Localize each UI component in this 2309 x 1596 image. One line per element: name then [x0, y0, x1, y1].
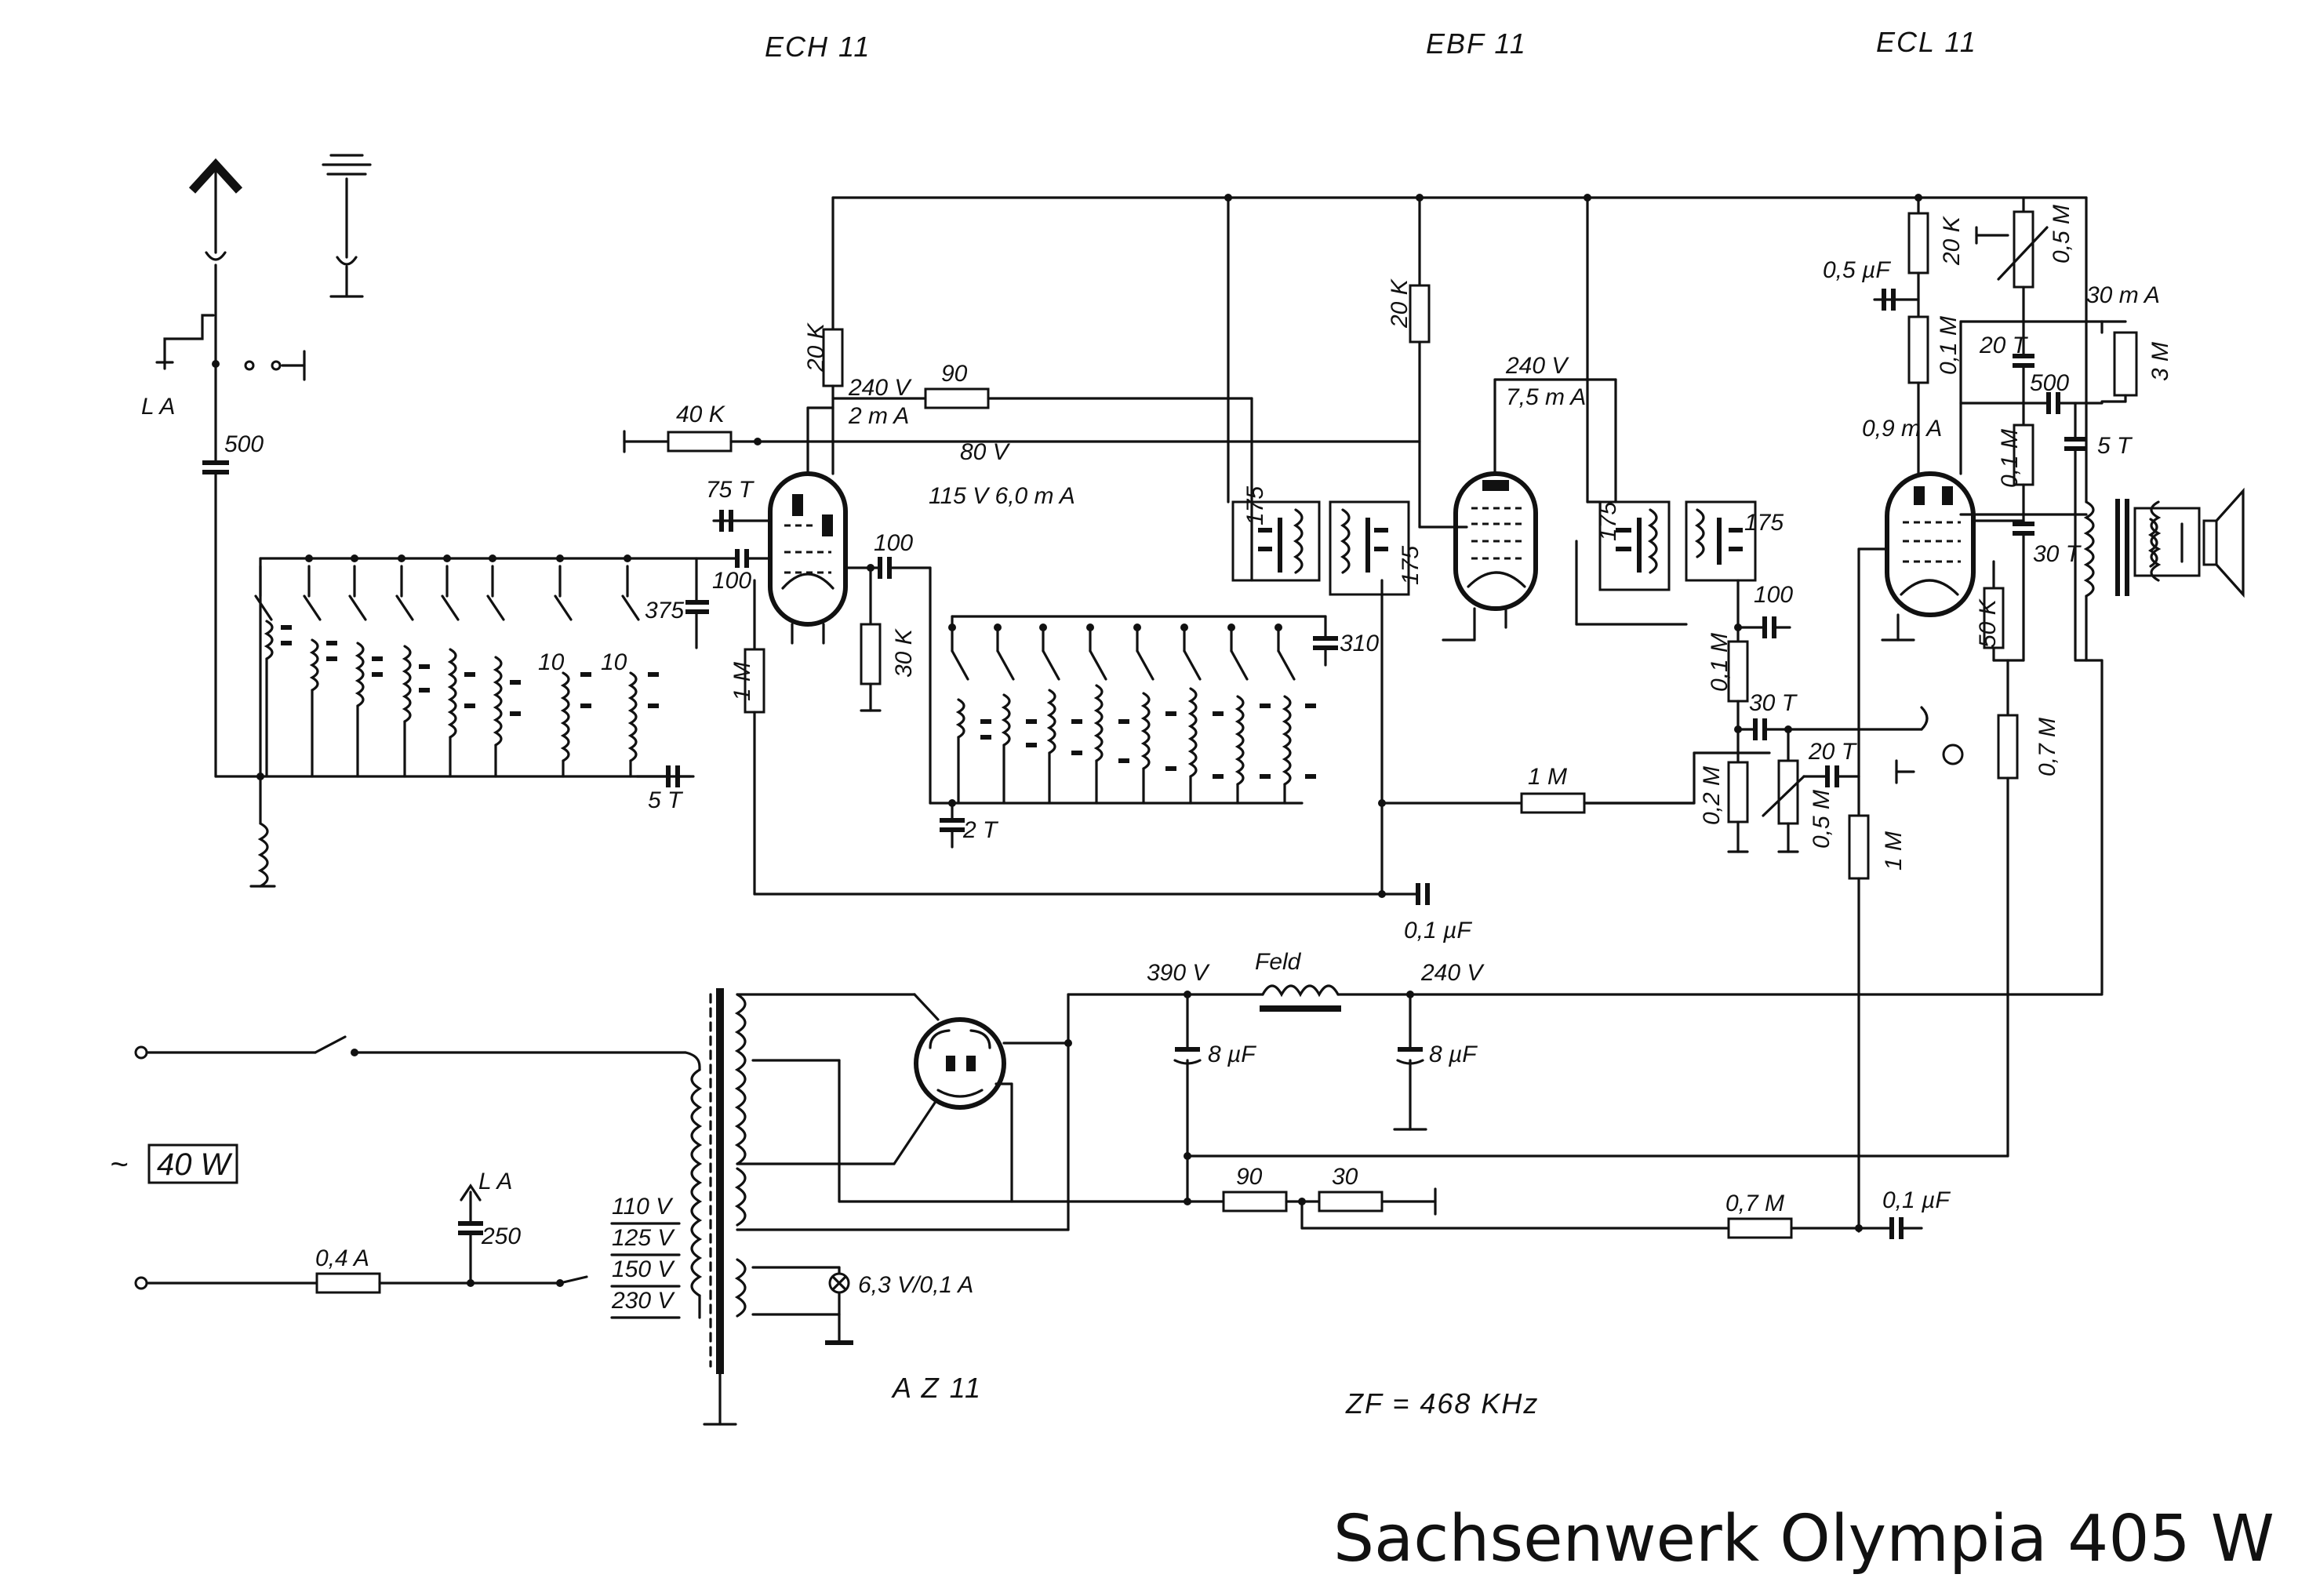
tap-150v: 150 V [612, 1256, 675, 1282]
antenna-symbol [188, 158, 243, 261]
res-30-bias-label: 30 [1332, 1164, 1358, 1190]
cap-10a-label: 10 [538, 649, 565, 675]
zf-label: ZF = 468 KHz [1345, 1387, 1539, 1420]
cap-310-label: 310 [1340, 631, 1379, 656]
cap-375-label: 375 [645, 598, 684, 623]
cap-01uf-agc-label: 0,1 µF [1404, 918, 1472, 943]
res-01m-det-label: 0,1 M [1707, 633, 1733, 692]
res-20k-ecl-label: 20 K [1939, 215, 1965, 266]
voltage-80v-label: 80 V [960, 439, 1011, 465]
if-transformer-3 [1575, 196, 1688, 626]
voltage-240v-ebf-label: 240 V [1505, 353, 1569, 379]
mains-transformer [690, 988, 747, 1426]
cap-30t-det-label: 30 T [1749, 690, 1798, 716]
pot-05m-tone-label: 0,5 M [2049, 205, 2074, 264]
svg-text:~: ~ [110, 1147, 128, 1182]
current-09ma-label: 0,9 m A [1862, 416, 1942, 442]
current-30ma-label: 30 m A [2086, 282, 2160, 308]
tube-label-ecl11: ECL 11 [1876, 26, 1977, 58]
ebf11-tube [1453, 471, 1538, 642]
dial-lamp [828, 1272, 850, 1294]
cap-100a-label: 100 [712, 568, 751, 594]
schematic-title: Sachsenwerk Olympia 405 W [1333, 1502, 2274, 1576]
if-transformer-2 [1329, 500, 1410, 896]
if-175c-label: 175 [1595, 502, 1621, 541]
res-07m-h-label: 0,7 M [1725, 1191, 1784, 1216]
fuse-label: 0,4 A [315, 1245, 369, 1271]
voltage-390v-label: 390 V [1147, 960, 1210, 986]
res-1m-ech-label: 1 M [729, 662, 755, 701]
tap-125v: 125 V [612, 1225, 675, 1251]
cap-500-antenna-label: 500 [224, 431, 264, 457]
res-90-bias-label: 90 [1236, 1164, 1263, 1190]
tube-label-ebf11: EBF 11 [1426, 27, 1527, 60]
res-07m-v-label: 0,7 M [2034, 718, 2060, 776]
voltage-240v-ech-label: 240 V [848, 375, 912, 401]
cap-500-ecl-label: 500 [2030, 370, 2069, 396]
res-01m-a-label: 0,1 M [1936, 316, 1962, 375]
az11-rectifier [914, 1017, 1006, 1110]
cap-10b-label: 10 [601, 649, 627, 675]
res-20k-ebf-label: 20 K [1387, 278, 1413, 329]
res-01m-b-label: 0,1 M [1997, 429, 2023, 488]
cap-5t-out-label: 5 T [2097, 433, 2133, 459]
ech11-tube [768, 471, 848, 645]
field-coil [1260, 984, 2104, 1012]
voltage-115v-label: 115 V 6,0 m A [929, 483, 1075, 509]
current-75ma-label: 7,5 m A [1506, 384, 1586, 410]
speaker [2133, 487, 2245, 598]
cap-20t-grid-label: 20 T [1808, 739, 1858, 765]
res-30k-label: 30 K [891, 627, 917, 678]
cap-01uf-fb-label: 0,1 µF [1882, 1187, 1951, 1213]
tube-label-az11: A Z 11 [891, 1372, 982, 1404]
power-rating-box: ~ 40 W [110, 1143, 238, 1184]
if-transformer-1 [1227, 196, 1321, 582]
feld-label: Feld [1255, 949, 1302, 975]
cap-30t-ecl-label: 30 T [2033, 541, 2082, 567]
cap-100-det-label: 100 [1754, 582, 1793, 608]
power-rating-label: 40 W [157, 1147, 233, 1182]
cap-5t-osc-label: 5 T [648, 787, 684, 813]
current-2ma-label: 2 m A [848, 403, 909, 429]
if-175d-label: 175 [1744, 510, 1784, 536]
cap-250-label: 250 [481, 1223, 521, 1249]
voltage-240v-feld-label: 240 V [1420, 960, 1485, 986]
if-transformer-4 [1685, 500, 1757, 629]
pot-05m-vol-label: 0,5 M [1809, 790, 1834, 849]
output-transformer [1959, 320, 2162, 662]
mains-taps: 110 V 125 V 150 V 230 V [610, 1194, 681, 1319]
res-3m-label: 3 M [2147, 342, 2173, 381]
tap-110v: 110 V [612, 1194, 674, 1220]
osc-coil-bank: 2 T [929, 566, 1327, 849]
res-40k-label: 40 K [676, 402, 726, 427]
cap-20t-ecl-label: 20 T [1979, 333, 2029, 358]
res-02m-label: 0,2 M [1699, 766, 1725, 825]
res-20k-ech-label: 20 K [803, 322, 829, 373]
res-1m-grid-label: 1 M [1881, 831, 1907, 871]
antenna-la-label: L A [141, 394, 175, 420]
tube-label-ech11: ECH 11 [765, 31, 871, 63]
mains-la-label: L A [478, 1169, 512, 1194]
ecl11-tube [1881, 471, 1976, 642]
cap-05uf-label: 0,5 µF [1823, 257, 1891, 283]
cap-8uf-a-label: 8 µF [1208, 1042, 1256, 1067]
if-175a-label: 175 [1242, 486, 1268, 525]
earth-symbol [322, 154, 372, 298]
cap-2t-label: 2 T [962, 817, 999, 843]
if-175b-label: 175 [1398, 546, 1424, 585]
res-1m-agc-label: 1 M [1528, 764, 1567, 790]
antenna-switch [155, 264, 306, 381]
cap-8uf-b-label: 8 µF [1429, 1042, 1478, 1067]
lamp-label: 6,3 V/0,1 A [858, 1272, 973, 1298]
tap-230v: 230 V [611, 1288, 675, 1314]
rf-coil-bank: 10 10 5 T [214, 554, 739, 813]
cap-100b-label: 100 [874, 530, 913, 556]
cap-75t-label: 75 T [706, 477, 755, 503]
res-50k-label: 50 K [1975, 598, 2001, 648]
res-90-top-label: 90 [941, 361, 968, 387]
